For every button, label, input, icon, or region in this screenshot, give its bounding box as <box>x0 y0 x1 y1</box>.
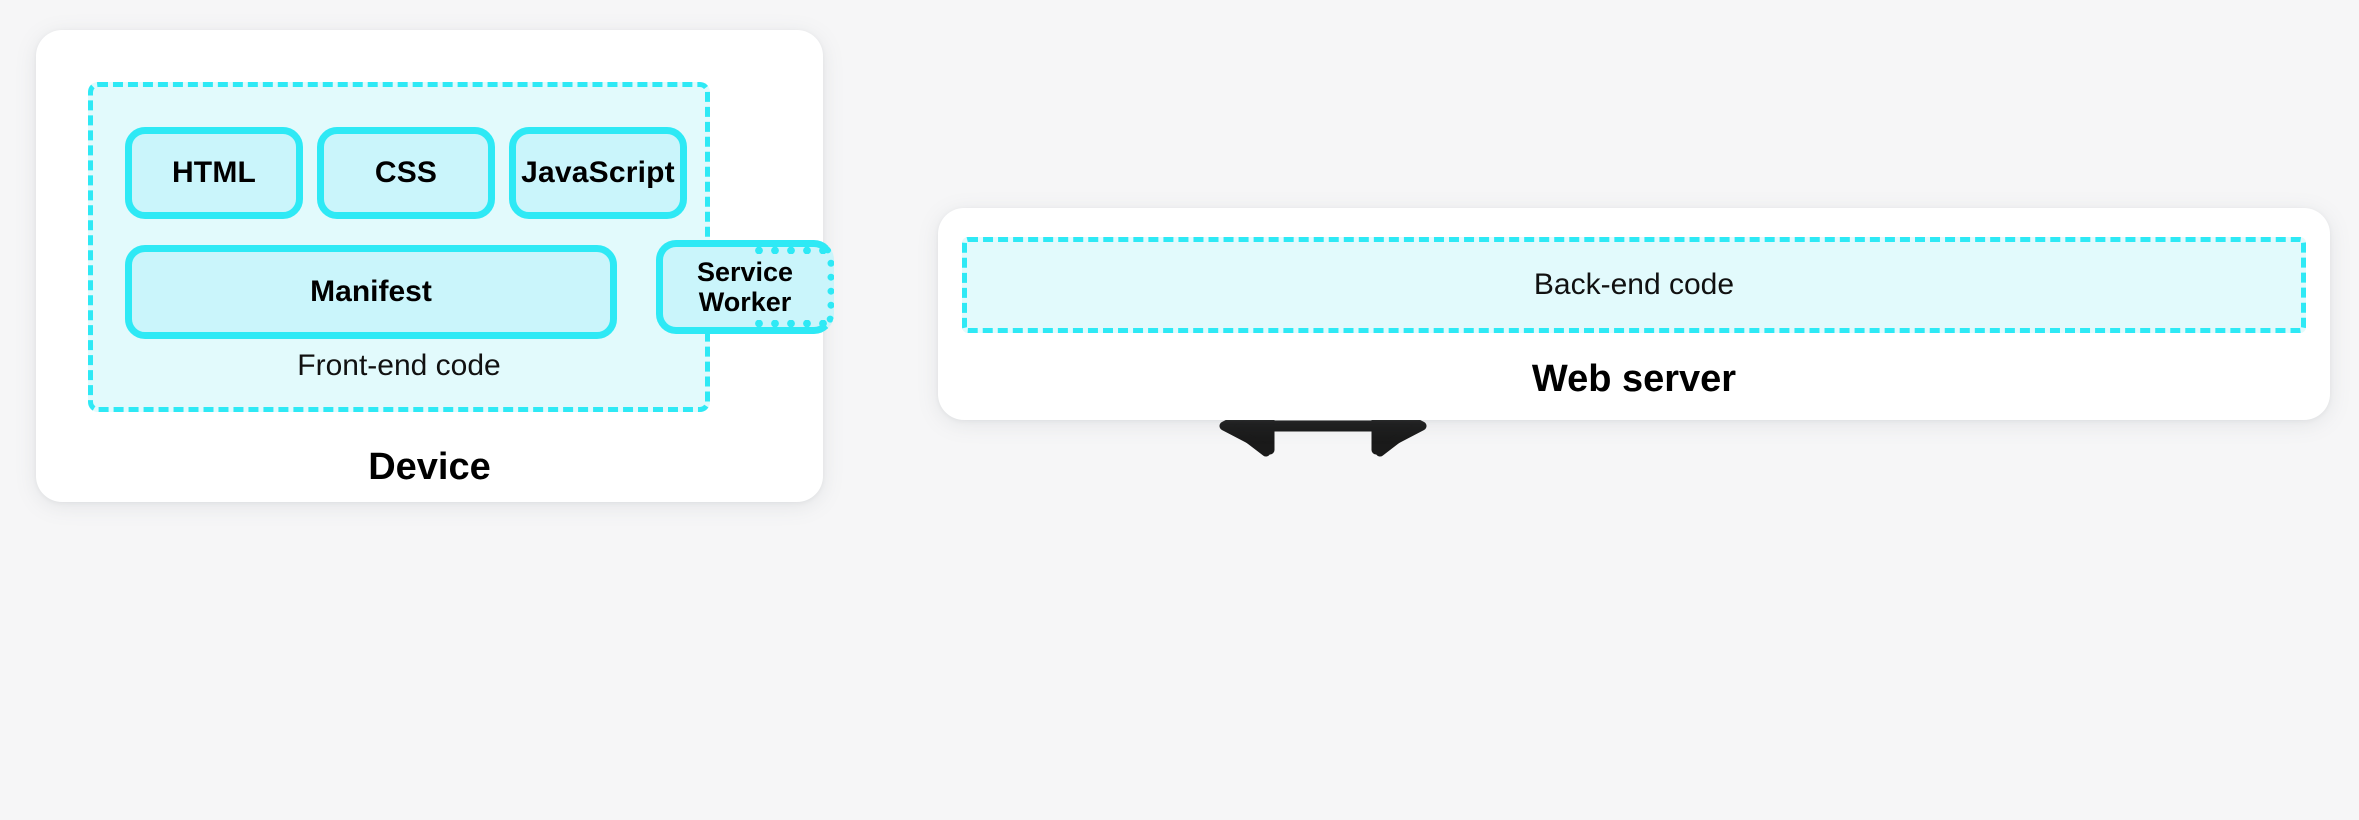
backend-code-caption: Back-end code <box>1533 268 1735 301</box>
frontend-box-css: CSS <box>317 127 495 219</box>
web-server-panel: Back-end code Web server <box>938 208 2330 420</box>
service-worker-label-line2: Worker <box>698 287 792 317</box>
frontend-box-css-label: CSS <box>374 156 438 189</box>
frontend-box-html: HTML <box>125 127 303 219</box>
device-panel-title: Device <box>368 446 491 488</box>
frontend-box-html-label: HTML <box>171 156 257 189</box>
service-worker-dotted-bottom-edge <box>751 320 827 327</box>
service-worker-dotted-top-edge <box>751 247 827 254</box>
device-panel: HTML CSS JavaScript Manifest Front-end c… <box>36 30 834 502</box>
service-worker-label-line1: Service <box>696 256 794 287</box>
backend-code-zone: Back-end code <box>962 237 2306 333</box>
frontend-code-zone: HTML CSS JavaScript Manifest Front-end c… <box>88 82 710 412</box>
frontend-box-javascript: JavaScript <box>509 127 687 219</box>
frontend-box-manifest-label: Manifest <box>310 275 432 308</box>
frontend-box-javascript-label: JavaScript <box>521 156 675 189</box>
frontend-code-caption: Front-end code <box>297 349 501 382</box>
web-server-panel-title: Web server <box>1531 358 1737 400</box>
service-worker-box: Service Worker <box>656 240 834 334</box>
frontend-box-manifest: Manifest <box>125 245 617 339</box>
